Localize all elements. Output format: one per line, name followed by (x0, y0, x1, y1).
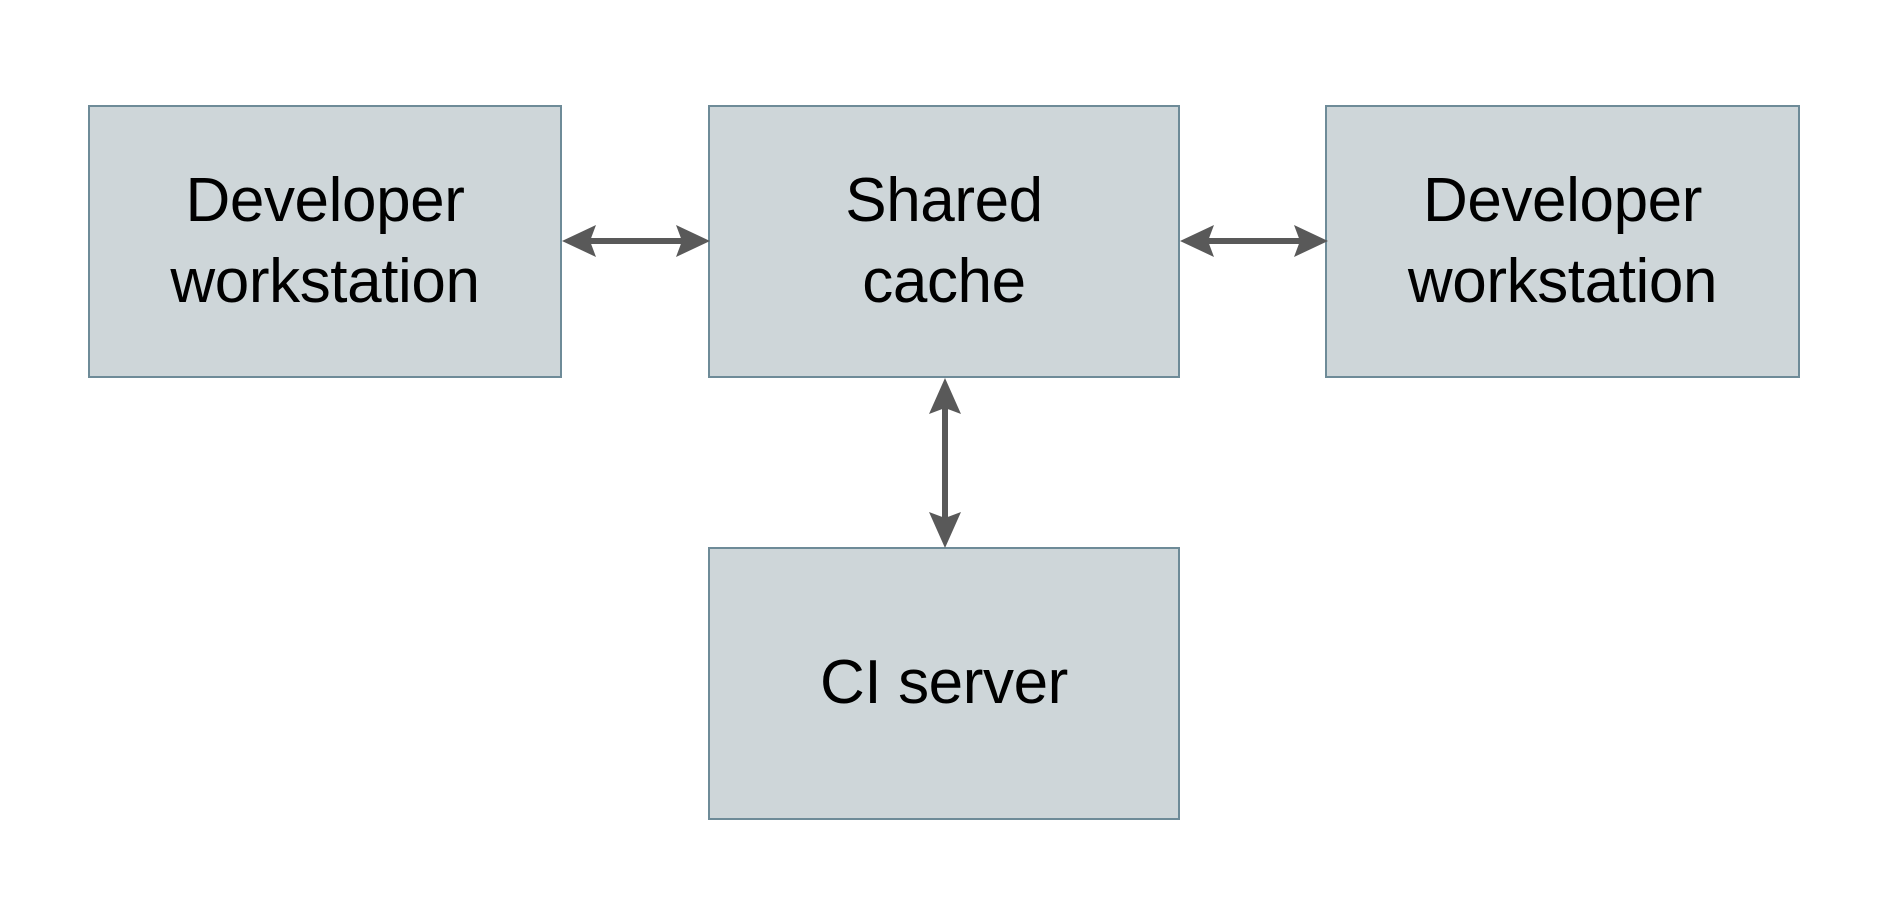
node-label: CI server (820, 648, 1068, 718)
node-developer-workstation-right[interactable]: Developer workstation (1325, 105, 1800, 378)
double-headed-arrow-icon (562, 225, 710, 257)
node-label: Developer workstation (170, 165, 480, 316)
node-ci-server[interactable]: CI server (708, 547, 1180, 820)
node-shared-cache[interactable]: Shared cache (708, 105, 1180, 378)
node-label: Developer workstation (1407, 165, 1718, 316)
node-label: Shared cache (845, 165, 1043, 316)
node-developer-workstation-left[interactable]: Developer workstation (88, 105, 562, 378)
double-headed-arrow-icon (929, 378, 961, 548)
connector-shared-cache-to-ci-server[interactable] (909, 378, 981, 548)
connector-shared-cache-to-workstation-right[interactable] (1180, 205, 1328, 277)
connector-workstation-left-to-shared-cache[interactable] (562, 205, 710, 277)
double-headed-arrow-icon (1180, 225, 1328, 257)
